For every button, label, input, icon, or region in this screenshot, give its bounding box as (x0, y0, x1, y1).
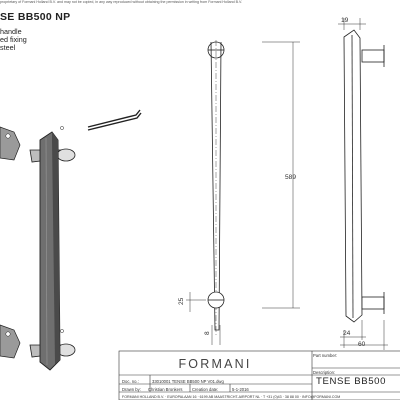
part-number-label: Part number: (313, 353, 338, 358)
spec-line-3: steel (0, 43, 16, 52)
dimension-length: 589 (285, 174, 297, 181)
description-label: Description: (313, 370, 336, 375)
dimension-base-width: 24 (343, 330, 351, 337)
handle-front-view (207, 40, 225, 336)
drawing-title: SE BB500 NP (0, 11, 71, 23)
handle-perspective-view (0, 126, 76, 371)
company-footer: FORMANI HOLLAND B.V. · EUROPALAAN 16 · 6… (122, 395, 341, 399)
brand-logo-text: FORMANI (178, 357, 252, 371)
description-value: TENSE BB500 (316, 376, 387, 387)
drawn-by-label: Drawn by: (122, 387, 141, 392)
doc-number-value: 33010001 TENSE BB500 NP V01.dwg (152, 379, 224, 384)
drawn-by-value: Christian Bronkers (148, 387, 183, 392)
spec-line-1: handle (0, 27, 22, 36)
title-block-frame (118, 350, 400, 400)
spec-line-2: ed fixing (0, 35, 27, 44)
dimension-lines (186, 18, 388, 350)
creation-date-label: Creation date: (192, 387, 219, 392)
dimension-end-offset: 25 (178, 297, 185, 305)
creation-date-value: 5-1-2016 (232, 387, 249, 392)
copyright-notice: proprietary of Formani Holland B.V. and … (0, 0, 243, 4)
handle-side-view (343, 29, 385, 323)
dimension-projection: 60 (358, 341, 366, 348)
allen-key-illustration (87, 109, 142, 131)
doc-number-label: Doc. no.: (122, 379, 139, 384)
dimension-bar-thickness: 8 (204, 331, 211, 335)
dimension-top-width: 19 (341, 17, 349, 24)
